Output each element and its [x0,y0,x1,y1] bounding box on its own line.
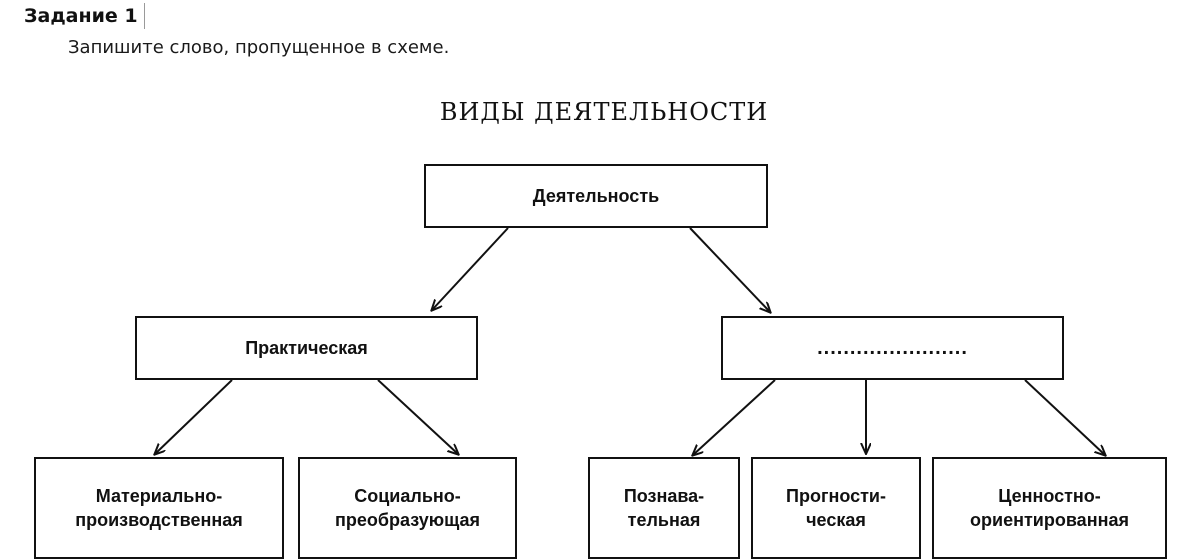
value-oriented-label: Ценностно- ориентированная [970,486,1129,530]
practical-label: Практическая [245,338,368,358]
prognostic-label: Прогности- ческая [786,486,886,530]
root-box: Деятельность [424,164,768,228]
cognitive-label: Познава- тельная [623,486,705,530]
arrow-root-to-practical [432,227,509,310]
arrow-practical-to-social [377,379,458,454]
missing-word-placeholder: ....................... [817,337,968,359]
scheme-title: ВИДЫ ДЕЯТЕЛЬНОСТИ [439,98,769,126]
arrow-practical-to-material [155,379,233,454]
practical-box: Практическая [135,316,478,380]
task-header: Задание 1 [24,3,145,29]
cognitive-box: Познава- тельная [588,457,740,559]
root-label: Деятельность [532,186,660,206]
arrow-missing-to-value [1024,379,1105,455]
social-transforming-label: Социально- преобразующая [334,486,481,530]
social-transforming-box: Социально- преобразующая [298,457,517,559]
prognostic-box: Прогности- ческая [751,457,921,559]
task-instruction: Запишите слово, пропущенное в схеме. [68,37,450,58]
arrow-missing-to-cognitive [693,379,776,455]
material-production-label: Материально- производственная [75,486,243,530]
value-oriented-box: Ценностно- ориентированная [932,457,1167,559]
missing-word-box: ....................... [721,316,1064,380]
arrow-root-to-missing [689,227,770,312]
material-production-box: Материально- производственная [34,457,284,559]
